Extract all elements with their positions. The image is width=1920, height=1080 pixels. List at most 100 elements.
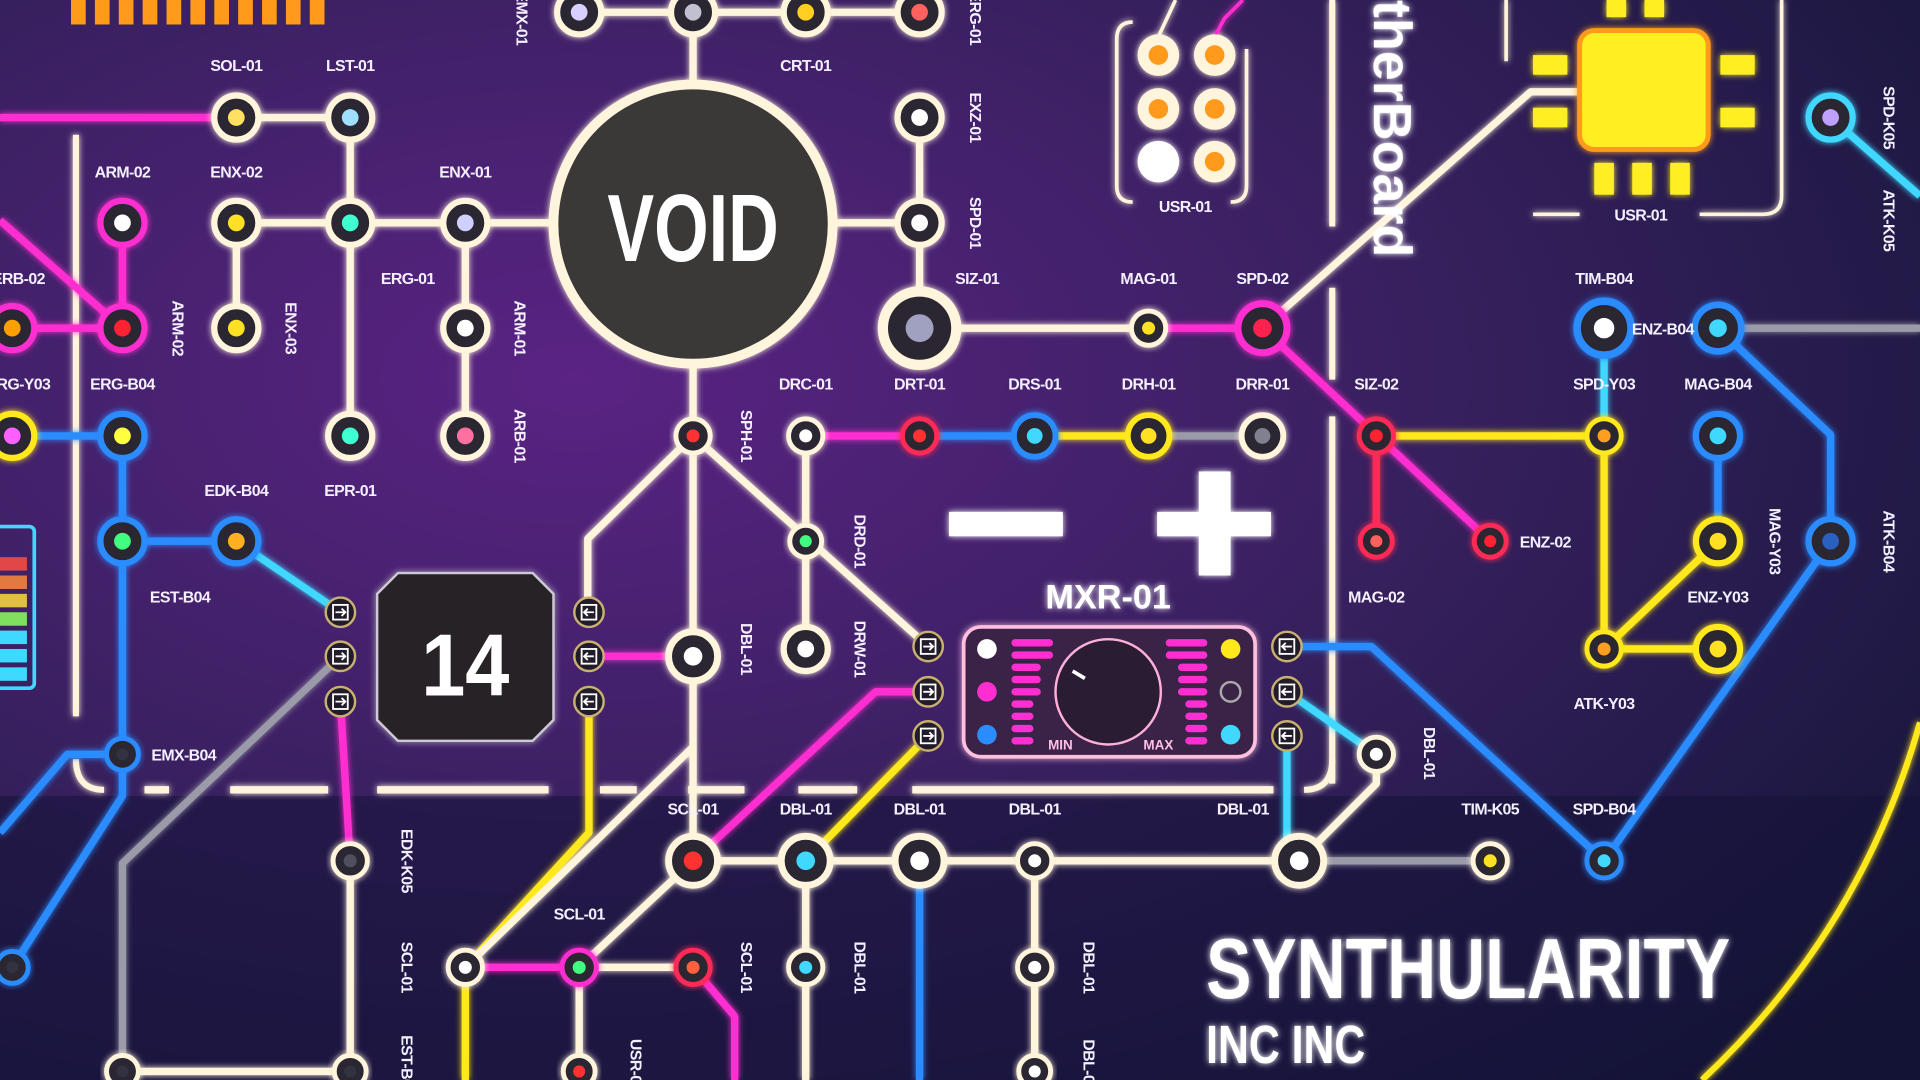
circuit-node[interactable] xyxy=(325,92,376,143)
circuit-node[interactable] xyxy=(1584,629,1624,669)
circuit-node[interactable] xyxy=(1584,841,1624,881)
board-edge-arc xyxy=(1699,721,1920,1080)
circuit-node[interactable] xyxy=(1692,516,1744,567)
circuit-node[interactable] xyxy=(894,92,945,143)
circuit-node[interactable] xyxy=(780,0,831,38)
arrow-icon xyxy=(335,652,347,661)
circuit-node[interactable] xyxy=(560,1053,598,1080)
circuit-node[interactable] xyxy=(440,197,491,248)
void-core[interactable]: VOID xyxy=(548,79,838,369)
arrow-icon xyxy=(1280,642,1292,651)
node-glyph-icon xyxy=(1597,642,1611,656)
port-connector[interactable] xyxy=(573,596,605,629)
circuit-node[interactable] xyxy=(211,516,262,567)
circuit-node[interactable] xyxy=(0,948,31,986)
port-connector[interactable] xyxy=(912,675,945,708)
circuit-node[interactable] xyxy=(1128,308,1169,348)
circuit-node[interactable] xyxy=(673,416,713,456)
port-connector[interactable] xyxy=(573,685,605,718)
circuit-node[interactable] xyxy=(1584,416,1624,456)
node-glyph-icon xyxy=(686,429,700,443)
circuit-node[interactable] xyxy=(97,303,148,354)
circuit-node[interactable] xyxy=(445,947,485,987)
circuit-node[interactable] xyxy=(877,286,962,371)
node-label: SCL-01 xyxy=(398,942,415,994)
circuit-node[interactable] xyxy=(894,197,945,248)
circuit-node[interactable] xyxy=(1010,412,1059,460)
circuit-node[interactable] xyxy=(440,410,491,462)
circuit-node[interactable] xyxy=(97,197,148,248)
circuit-node[interactable] xyxy=(1234,300,1291,357)
node-glyph-icon xyxy=(1369,747,1383,761)
port-connector[interactable] xyxy=(912,630,945,663)
circuit-node[interactable] xyxy=(104,735,141,773)
circuit-node[interactable] xyxy=(0,303,38,354)
circuit-node[interactable] xyxy=(330,841,370,881)
usr-chip[interactable] xyxy=(1504,0,1784,217)
mixer-knob[interactable] xyxy=(1054,637,1163,746)
node-glyph-icon xyxy=(799,429,813,443)
port-connector[interactable] xyxy=(1271,630,1303,663)
circuit-node[interactable] xyxy=(1356,416,1396,456)
node-label: TIM-B04 xyxy=(1575,271,1633,288)
circuit-node[interactable] xyxy=(1573,297,1635,359)
circuit-node[interactable] xyxy=(559,947,599,987)
port-connector[interactable] xyxy=(912,720,945,752)
circuit-node[interactable] xyxy=(97,516,148,567)
usr-pin[interactable] xyxy=(1137,140,1180,183)
circuit-node[interactable] xyxy=(104,1053,141,1080)
circuit-node[interactable] xyxy=(786,416,826,456)
circuit-node[interactable] xyxy=(777,832,834,889)
circuit-node[interactable] xyxy=(97,410,148,462)
circuit-node[interactable] xyxy=(665,628,721,685)
circuit-node[interactable] xyxy=(786,947,826,987)
circuit-node[interactable] xyxy=(1805,92,1856,143)
usr-pin-block[interactable] xyxy=(1114,0,1249,204)
mixer-panel[interactable]: MIN MAX xyxy=(961,625,1257,759)
port-connector[interactable] xyxy=(573,640,605,673)
circuit-node[interactable] xyxy=(1691,301,1745,355)
circuit-node[interactable] xyxy=(211,303,262,354)
circuit-node[interactable] xyxy=(1692,623,1744,675)
port-connector[interactable] xyxy=(324,640,357,673)
circuit-node[interactable] xyxy=(554,0,605,38)
circuit-node[interactable] xyxy=(1015,841,1055,881)
circuit-node[interactable] xyxy=(780,623,831,675)
circuit-node[interactable] xyxy=(1357,522,1395,560)
port-connector[interactable] xyxy=(1271,675,1303,708)
circuit-node[interactable] xyxy=(211,197,262,248)
circuit-node[interactable] xyxy=(325,197,376,248)
plus-button[interactable]: + xyxy=(0,0,1272,576)
circuit-node[interactable] xyxy=(1471,522,1509,560)
circuit-node[interactable] xyxy=(1805,516,1856,567)
circuit-node[interactable] xyxy=(891,832,948,889)
level-bar xyxy=(1185,712,1208,720)
circuit-node[interactable] xyxy=(325,410,376,462)
circuit-node[interactable] xyxy=(667,0,719,38)
node-label: TIM-K05 xyxy=(1461,801,1519,818)
port-connector[interactable] xyxy=(324,685,357,718)
circuit-node[interactable] xyxy=(1015,947,1055,987)
circuit-node[interactable] xyxy=(1016,1053,1054,1080)
node-glyph-icon xyxy=(799,960,813,974)
circuit-node[interactable] xyxy=(0,410,38,462)
circuit-node[interactable] xyxy=(211,92,262,143)
knob-indicator xyxy=(1071,669,1086,680)
circuit-node[interactable] xyxy=(440,303,491,354)
circuit-node[interactable] xyxy=(894,0,945,38)
circuit-node[interactable] xyxy=(665,832,721,889)
circuit-node[interactable] xyxy=(1470,841,1510,881)
node-glyph-icon xyxy=(796,851,816,871)
circuit-node[interactable] xyxy=(1271,832,1328,889)
circuit-node[interactable] xyxy=(1124,412,1173,460)
circuit-node[interactable] xyxy=(1238,412,1287,460)
circuit-node[interactable] xyxy=(331,1053,369,1080)
circuit-node[interactable] xyxy=(1692,410,1744,462)
port-connector[interactable] xyxy=(324,596,357,629)
circuit-node[interactable] xyxy=(1356,734,1396,774)
minus-button[interactable]: − xyxy=(0,0,1063,537)
port-connector[interactable] xyxy=(1271,720,1303,752)
circuit-node[interactable] xyxy=(787,522,825,560)
circuit-node[interactable] xyxy=(673,947,713,987)
circuit-node[interactable] xyxy=(900,416,940,456)
